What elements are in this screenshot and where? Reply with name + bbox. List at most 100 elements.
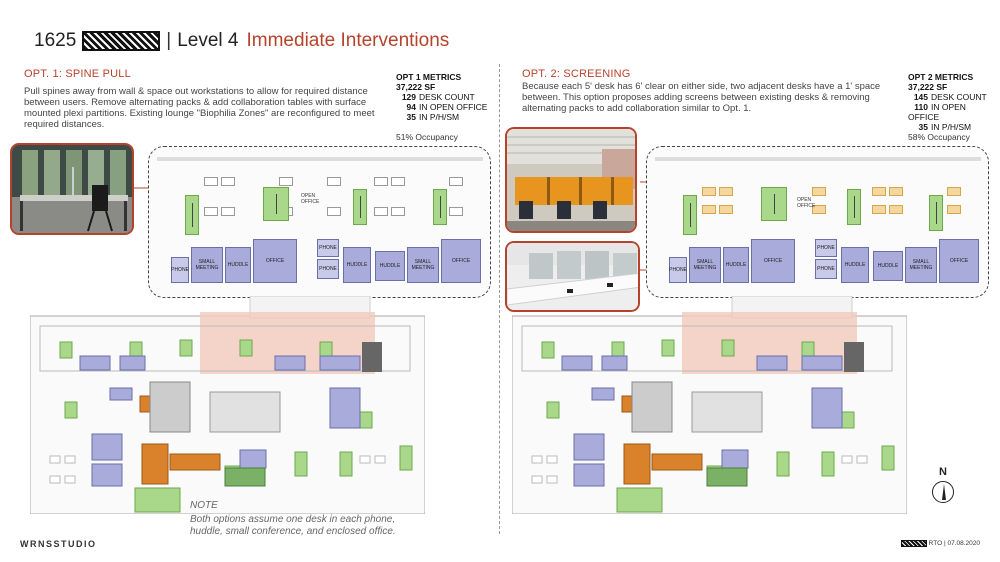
opt1-photo <box>10 143 134 235</box>
screen-panels-image <box>507 243 638 310</box>
collab-table <box>847 189 861 225</box>
zoom-wall <box>157 157 483 161</box>
opt2-metrics-sf: 37,222 SF <box>908 82 948 92</box>
collab-table <box>353 189 367 225</box>
opt1-description: Pull spines away from wall & space out w… <box>24 86 375 130</box>
open-office-label: OPEN OFFICE <box>301 193 320 205</box>
phone-room: PHONE <box>317 239 339 257</box>
desk <box>221 177 235 186</box>
phone-room: PHONE <box>815 259 837 279</box>
opt1-phs-label: IN P/H/SM <box>419 112 460 122</box>
footer: RTO | 07.08.2020 <box>900 540 980 547</box>
small-meeting-room: SMALL MEETING <box>905 247 937 283</box>
huddle-room: HUDDLE <box>343 247 371 283</box>
opt2-phs-label: IN P/H/SM <box>931 122 972 132</box>
desk <box>327 177 341 186</box>
desk <box>449 207 463 216</box>
collab-table <box>761 187 787 221</box>
screened-desk <box>719 187 733 196</box>
collab-table <box>433 189 447 225</box>
desk <box>204 177 218 186</box>
opt1-phs-value: 35 <box>406 112 416 122</box>
huddle-room: HUDDLE <box>375 251 405 281</box>
huddle-room: HUDDLE <box>723 247 749 283</box>
plexi-desk-image <box>12 145 132 233</box>
opt1-heading: OPT. 1: SPINE PULL <box>24 68 131 80</box>
screened-desk <box>812 205 826 214</box>
opt1-floor-plan-drawing <box>30 296 425 514</box>
desk <box>221 207 235 216</box>
office-room: OFFICE <box>751 239 795 283</box>
open-office-label: OPEN OFFICE <box>797 197 816 209</box>
opt1-open-value: 94 <box>406 102 416 112</box>
opt2-photo-bottom <box>505 241 640 312</box>
opt2-photo-top <box>505 127 637 233</box>
page-title: 1625 | Level 4 Immediate Interventions <box>34 30 449 52</box>
title-separator: | <box>166 30 172 51</box>
small-meeting-room: SMALL MEETING <box>191 247 223 283</box>
screened-desk <box>812 187 826 196</box>
opt1-desk-label: DESK COUNT <box>419 92 475 102</box>
screened-desk <box>872 205 886 214</box>
screened-desk <box>872 187 886 196</box>
opt2-description: Because each 5' desk has 6' clear on eit… <box>522 81 881 114</box>
collab-table <box>683 195 697 235</box>
phone-room: PHONE <box>171 257 189 283</box>
opt1-metrics-title: OPT 1 METRICS <box>396 72 462 82</box>
opt2-desk-value: 145 <box>913 92 928 102</box>
desk <box>204 207 218 216</box>
redacted-block <box>82 31 161 51</box>
title-number: 1625 <box>34 30 77 51</box>
title-heading: Immediate Interventions <box>246 30 450 51</box>
desk <box>391 177 405 186</box>
huddle-room: HUDDLE <box>873 251 903 281</box>
small-meeting-room: SMALL MEETING <box>407 247 439 283</box>
phone-room: PHONE <box>669 257 687 283</box>
opt2-desk-label: DESK COUNT <box>931 92 987 102</box>
desk <box>449 177 463 186</box>
phone-room: PHONE <box>317 259 339 279</box>
opt1-desk-value: 129 <box>401 92 416 102</box>
screened-desk <box>719 205 733 214</box>
zoom-wall <box>655 157 981 161</box>
note-heading: NOTE <box>190 500 218 511</box>
opt1-zoom-plan: OPEN OFFICE PHONE SMALL MEETING HUDDLE O… <box>148 146 491 298</box>
opt1-occupancy: 51% Occupancy <box>396 132 458 142</box>
north-arrow: N <box>928 466 958 503</box>
huddle-room: HUDDLE <box>225 247 251 283</box>
opt1-metrics-sf: 37,222 SF <box>396 82 436 92</box>
office-room: OFFICE <box>441 239 481 283</box>
opt2-metrics-title: OPT 2 METRICS <box>908 72 974 82</box>
screened-desk <box>889 187 903 196</box>
opt2-heading: OPT. 2: SCREENING <box>522 68 631 80</box>
opt2-open-value: 110 <box>914 102 928 112</box>
office-room: OFFICE <box>939 239 979 283</box>
screened-desks-image <box>507 129 635 231</box>
huddle-room: HUDDLE <box>841 247 869 283</box>
opt1-open-label: IN OPEN OFFICE <box>419 102 488 112</box>
collab-table <box>185 195 199 235</box>
center-divider <box>499 64 500 534</box>
collab-table <box>263 187 289 221</box>
screened-desk <box>947 205 961 214</box>
desk <box>327 207 341 216</box>
office-room: OFFICE <box>253 239 297 283</box>
screened-desk <box>947 187 961 196</box>
title-level: Level 4 <box>177 30 239 51</box>
screened-desk <box>702 187 716 196</box>
small-meeting-room: SMALL MEETING <box>689 247 721 283</box>
desk <box>391 207 405 216</box>
phone-room: PHONE <box>815 239 837 257</box>
screened-desk <box>702 205 716 214</box>
desk <box>279 177 293 186</box>
opt2-floor-plan-drawing <box>512 296 907 514</box>
collab-table <box>929 195 943 231</box>
